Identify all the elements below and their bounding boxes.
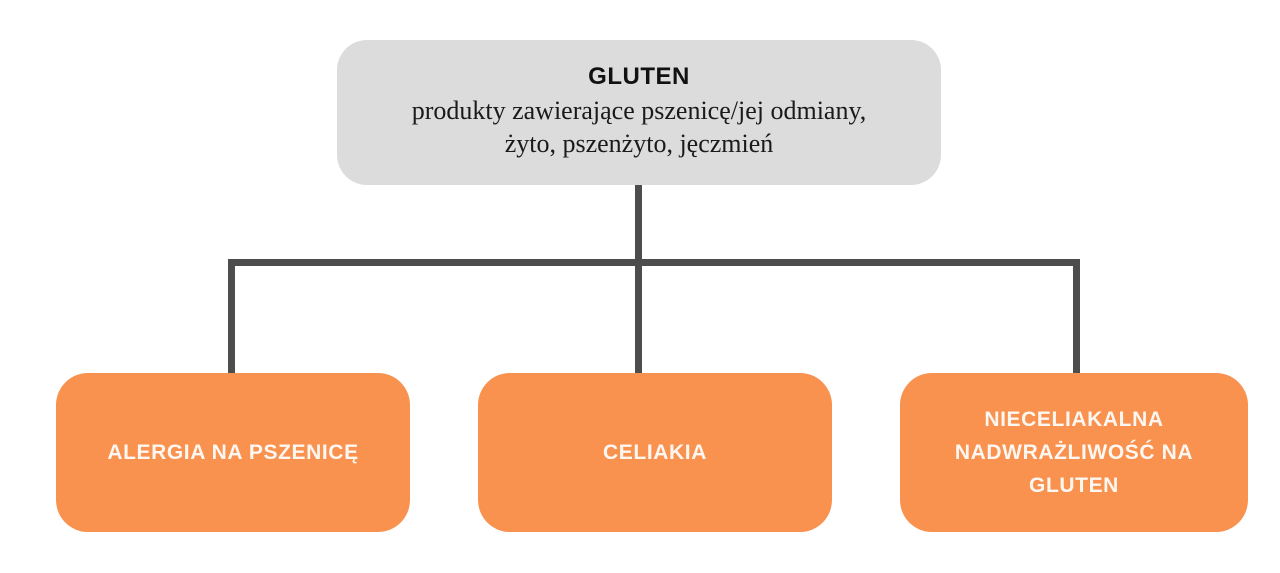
root-node-description: produkty zawierające pszenicę/jej odmian…	[411, 95, 867, 158]
leaf-node-label: NIECELIAKALNA NADWRAŻLIWOŚĆ NA GLUTEN	[954, 408, 1194, 497]
leaf-node-label: ALERGIA NA PSZENICĘ	[107, 441, 359, 464]
leaf-node-celiakia: CELIAKIA	[478, 373, 832, 532]
root-node-gluten: GLUTEN produkty zawierające pszenicę/jej…	[337, 40, 941, 185]
connector-vertical-center	[635, 185, 642, 375]
connector-horizontal-bus	[228, 259, 1080, 266]
leaf-node-label: CELIAKIA	[603, 441, 707, 464]
root-node-title: GLUTEN	[588, 62, 690, 90]
connector-vertical-left	[228, 259, 235, 375]
connector-vertical-right	[1073, 259, 1080, 375]
leaf-node-nieceliakalna-nadwrazliwosc-na-gluten: NIECELIAKALNA NADWRAŻLIWOŚĆ NA GLUTEN	[900, 373, 1248, 532]
leaf-node-alergia-na-pszenice: ALERGIA NA PSZENICĘ	[56, 373, 410, 532]
